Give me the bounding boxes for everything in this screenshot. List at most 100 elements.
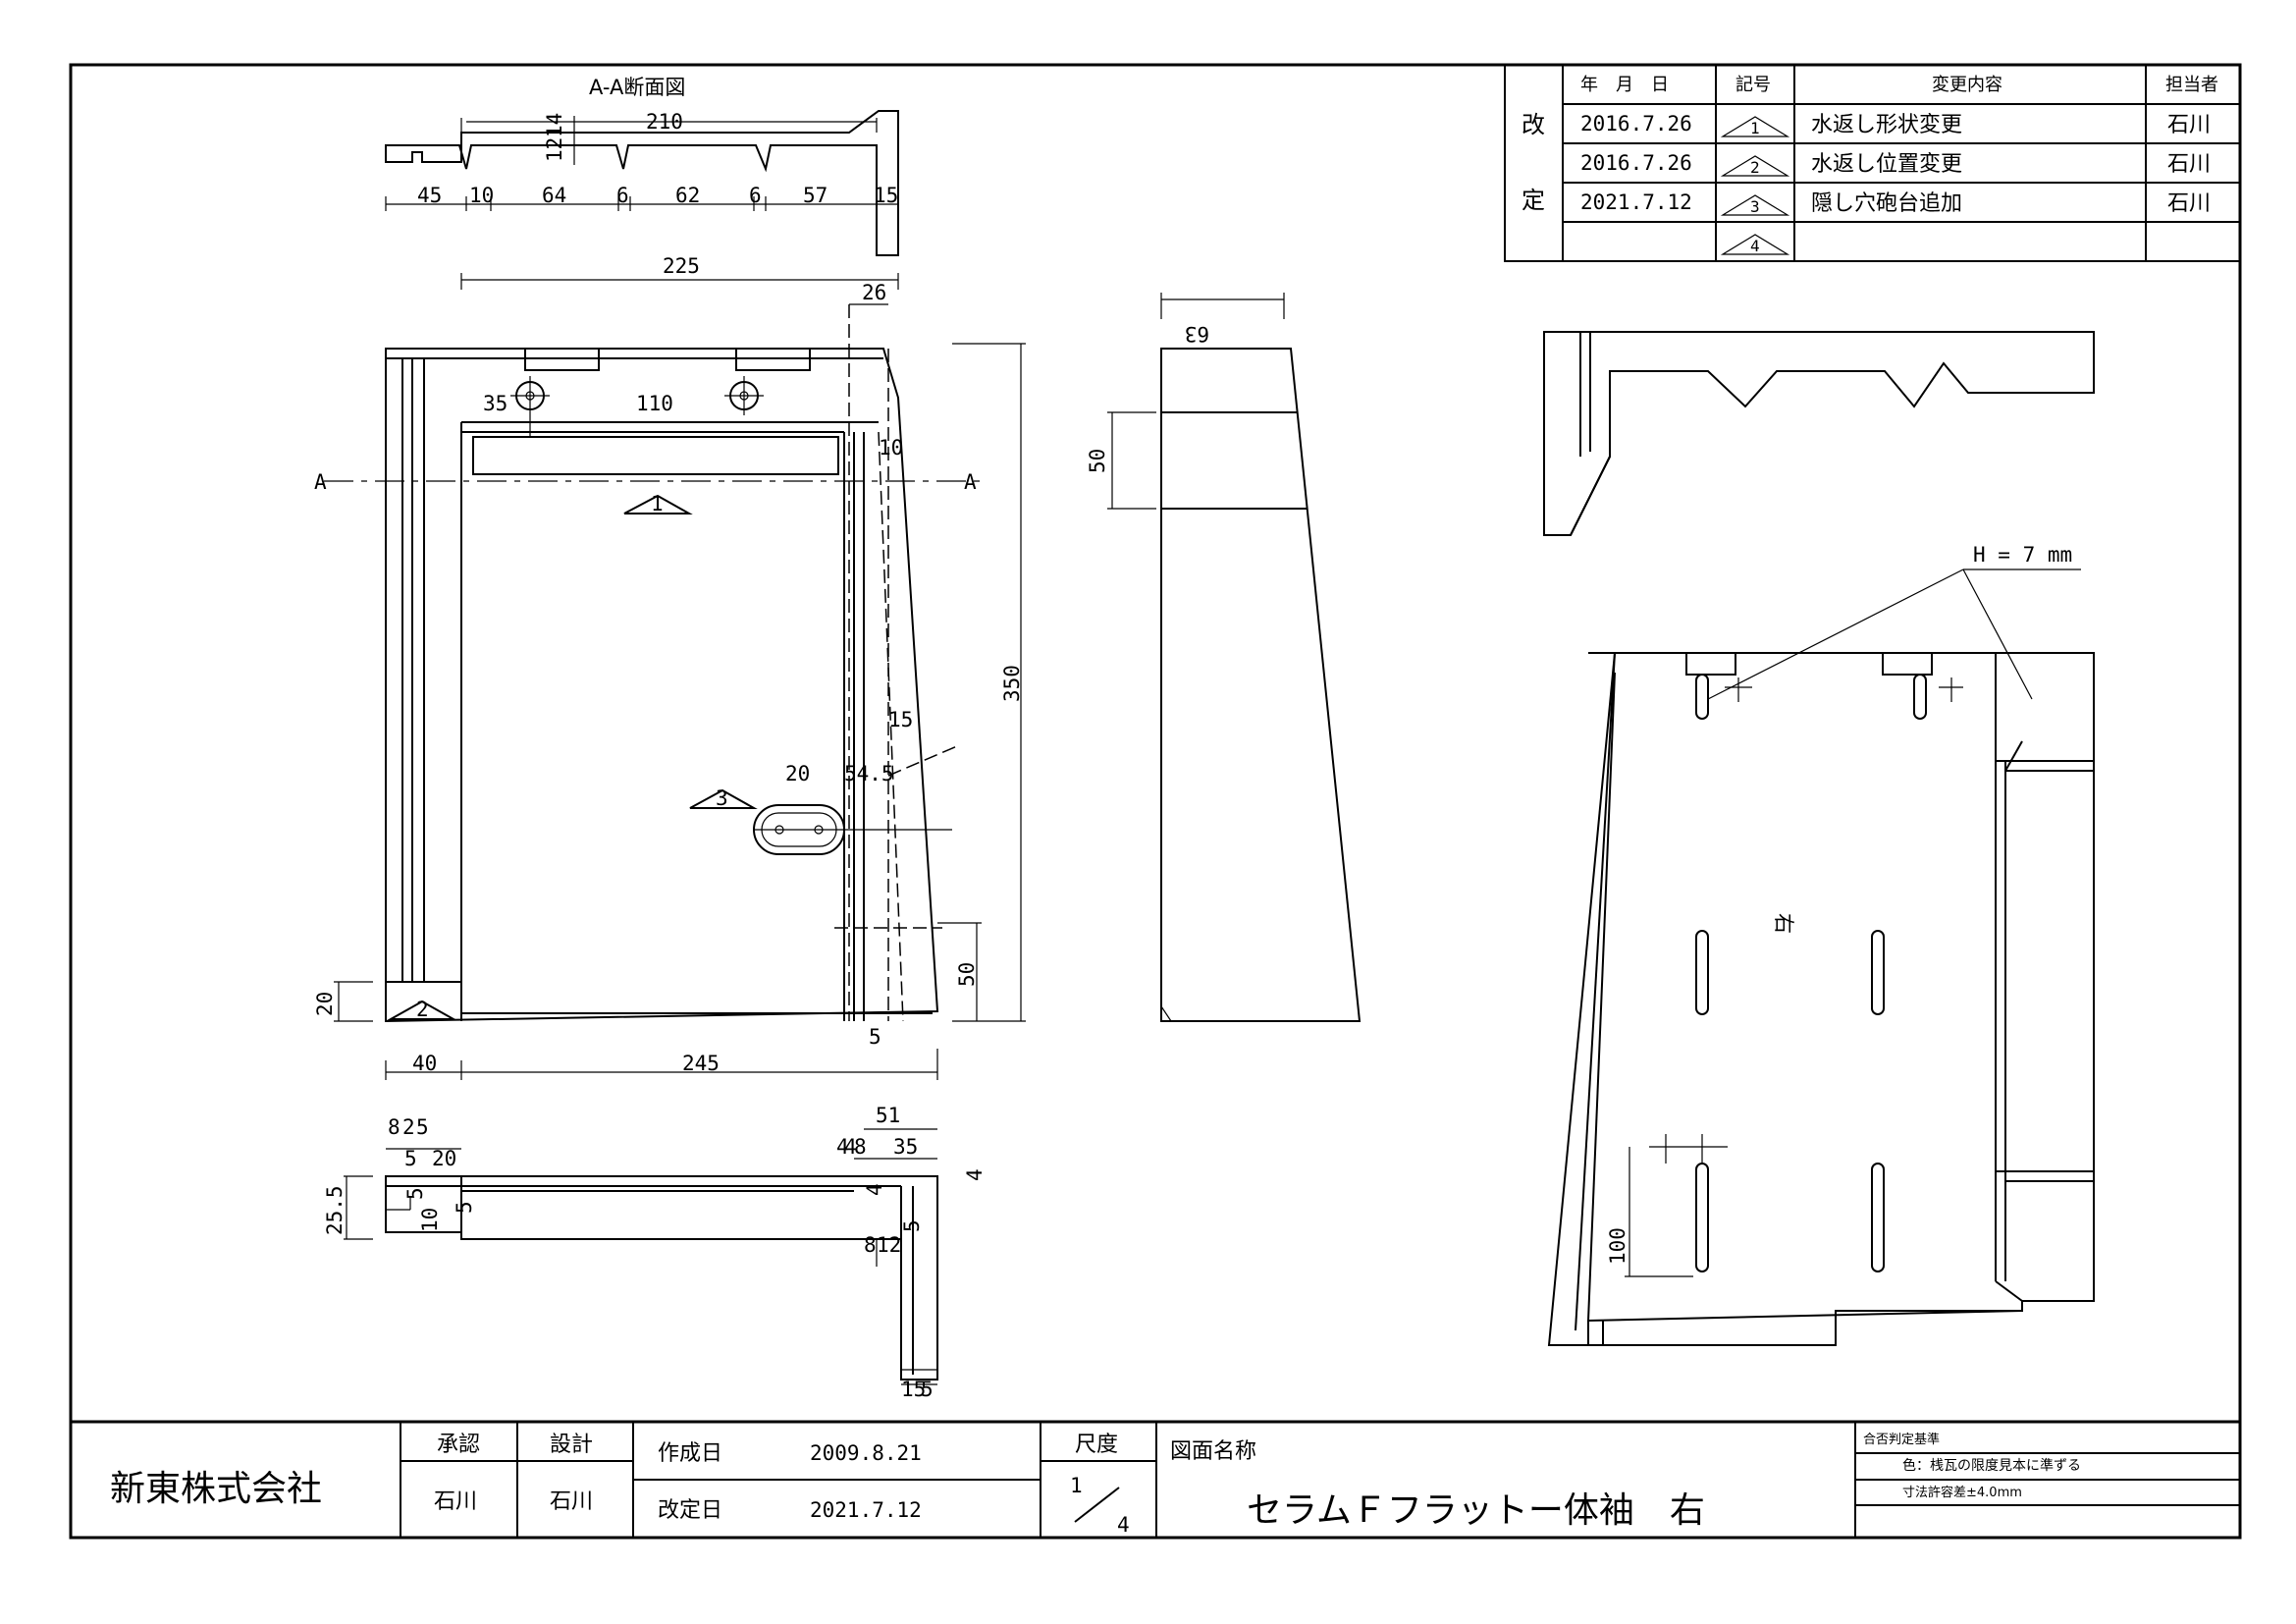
side-outline — [1160, 348, 1362, 1022]
criteria-tolerance: 寸法許容差±4.0mm — [1902, 1485, 2022, 1500]
dim-10: 10 — [469, 184, 494, 207]
dim-bv-10: 10 — [418, 1208, 442, 1232]
dim-110: 110 — [636, 392, 673, 415]
scale-numerator: 1 — [1070, 1474, 1083, 1497]
criteria-color: 色：桟瓦の限度見本に準ずる — [1902, 1457, 2081, 1474]
rev-header-date: 年 月 日 — [1580, 75, 1669, 95]
dim-bv-8b: 8 — [854, 1135, 867, 1159]
dim-40: 40 — [412, 1052, 437, 1075]
dim-iso-100: 100 — [1606, 1227, 1629, 1265]
bottom-view: 8 2 5 5 20 51 4 4 8 35 4 25.5 5 10 5 4 5… — [323, 1104, 987, 1401]
scale-denominator: 4 — [1117, 1513, 1130, 1537]
dim-14: 14 — [543, 113, 566, 137]
design-value: 石川 — [550, 1489, 593, 1514]
rev-header-mark: 記号 — [1735, 75, 1771, 95]
dim-bv-5d: 5 — [453, 1201, 476, 1214]
dim-50-side: 50 — [1086, 449, 1109, 473]
dim-245: 245 — [682, 1052, 720, 1075]
dim-bv-12: 12 — [877, 1233, 901, 1257]
revision-table: 改 定 年 月 日 記号 変更内容 担当者 2016.7.26 1 水返し形状変… — [1504, 64, 2241, 262]
company-name: 新東株式会社 — [110, 1469, 322, 1509]
dim-bv-51: 51 — [876, 1104, 900, 1127]
rev-row1-mark: 1 — [1750, 119, 1760, 137]
approve-value: 石川 — [434, 1489, 477, 1514]
dim-6a: 6 — [616, 184, 629, 207]
drawing-name-value: セラムＦフラットー体袖 右 — [1247, 1490, 1705, 1531]
drawing-border — [69, 63, 2242, 1540]
leader-line — [1707, 568, 1964, 700]
dim-20b: 20 — [313, 992, 337, 1016]
dim-bv-8c: 8 — [864, 1233, 877, 1257]
iso-main-outline — [1547, 652, 2095, 1346]
rev-row2-date: 2016.7.26 — [1580, 151, 1692, 175]
dim-bv-2: 2 — [402, 1115, 415, 1139]
rev-mark-2 — [387, 1000, 457, 1020]
design-label: 設計 — [550, 1433, 593, 1457]
dim-bv-5c: 5 — [403, 1187, 427, 1200]
rev-row3-content: 隠し穴砲台追加 — [1811, 191, 1962, 216]
dim-57: 57 — [803, 184, 828, 207]
rev-row1-date: 2016.7.26 — [1580, 112, 1692, 135]
dim-bv-4b: 4 — [844, 1135, 857, 1159]
svg-text:3: 3 — [716, 786, 728, 810]
scale-label: 尺度 — [1075, 1433, 1118, 1457]
approve-label: 承認 — [437, 1433, 480, 1457]
dim-225: 225 — [663, 254, 700, 278]
iso-view: H = 7 mm 右 100 — [1543, 331, 2095, 1346]
rev-side-char-2: 定 — [1522, 187, 1545, 214]
iso-label-right: 右 — [1772, 913, 1795, 934]
side-view: 63 50 — [1086, 293, 1362, 1022]
dim-bv-4a: 4 — [836, 1135, 849, 1159]
dim-bv-4d: 4 — [863, 1183, 886, 1196]
dim-bv-5e: 5 — [900, 1219, 924, 1232]
section-mark-right: A — [964, 470, 977, 494]
rev-row4-mark: 4 — [1750, 237, 1760, 255]
rev-row3-mark: 3 — [1750, 197, 1760, 216]
dim-bv-20: 20 — [432, 1147, 456, 1170]
dim-26: 26 — [862, 281, 886, 304]
svg-text:2: 2 — [416, 998, 429, 1021]
section-outline — [385, 110, 899, 256]
rev-header-person: 担当者 — [2165, 75, 2218, 95]
dim-bv-5b: 5 — [404, 1147, 417, 1170]
dim-15: 15 — [888, 708, 913, 731]
rev-row1-person: 石川 — [2167, 113, 2211, 137]
rev-row2-person: 石川 — [2167, 152, 2211, 177]
dim-63: 63 — [1185, 322, 1209, 346]
rev-row3-person: 石川 — [2167, 191, 2211, 216]
rev-mark-3 — [689, 788, 758, 809]
dim-6b: 6 — [749, 184, 762, 207]
iso-label-h: H = 7 mm — [1973, 543, 2072, 567]
dim-12: 12 — [543, 137, 566, 162]
section-mark-left: A — [314, 470, 327, 494]
rev-mark-1 — [623, 494, 693, 514]
dim-bv-25-5: 25.5 — [323, 1185, 347, 1235]
dim-210: 210 — [646, 110, 683, 134]
dim-62: 62 — [675, 184, 700, 207]
dim-15a: 15 — [874, 184, 898, 207]
dim-5: 5 — [869, 1025, 881, 1049]
bottom-outline — [385, 1175, 938, 1380]
dim-350: 350 — [1000, 665, 1024, 702]
front-view: A A 1 3 2 225 26 35 110 10 350 15 20 54.… — [313, 254, 1026, 1080]
rev-header-content: 変更内容 — [1932, 75, 2002, 95]
svg-text:1: 1 — [651, 492, 664, 515]
revised-value: 2021.7.12 — [810, 1498, 922, 1522]
rev-row2-content: 水返し位置変更 — [1811, 152, 1962, 177]
dim-64: 64 — [542, 184, 566, 207]
criteria-title: 合否判定基準 — [1863, 1432, 1940, 1447]
dim-bv-8: 8 — [388, 1115, 400, 1139]
section-title: A-A断面図 — [589, 76, 685, 99]
dim-bv-5f: 5 — [921, 1378, 934, 1401]
dim-20: 20 — [785, 762, 810, 785]
dim-35: 35 — [483, 392, 507, 415]
dim-bv-4c: 4 — [963, 1168, 987, 1181]
rev-row2-mark: 2 — [1750, 158, 1760, 177]
dim-bv-35: 35 — [893, 1135, 918, 1159]
created-value: 2009.8.21 — [810, 1441, 922, 1465]
dim-bv-5a: 5 — [416, 1115, 429, 1139]
dim-54-5: 54.5 — [844, 762, 894, 785]
iso-top-outline — [1543, 331, 2095, 536]
revised-label: 改定日 — [658, 1498, 722, 1523]
